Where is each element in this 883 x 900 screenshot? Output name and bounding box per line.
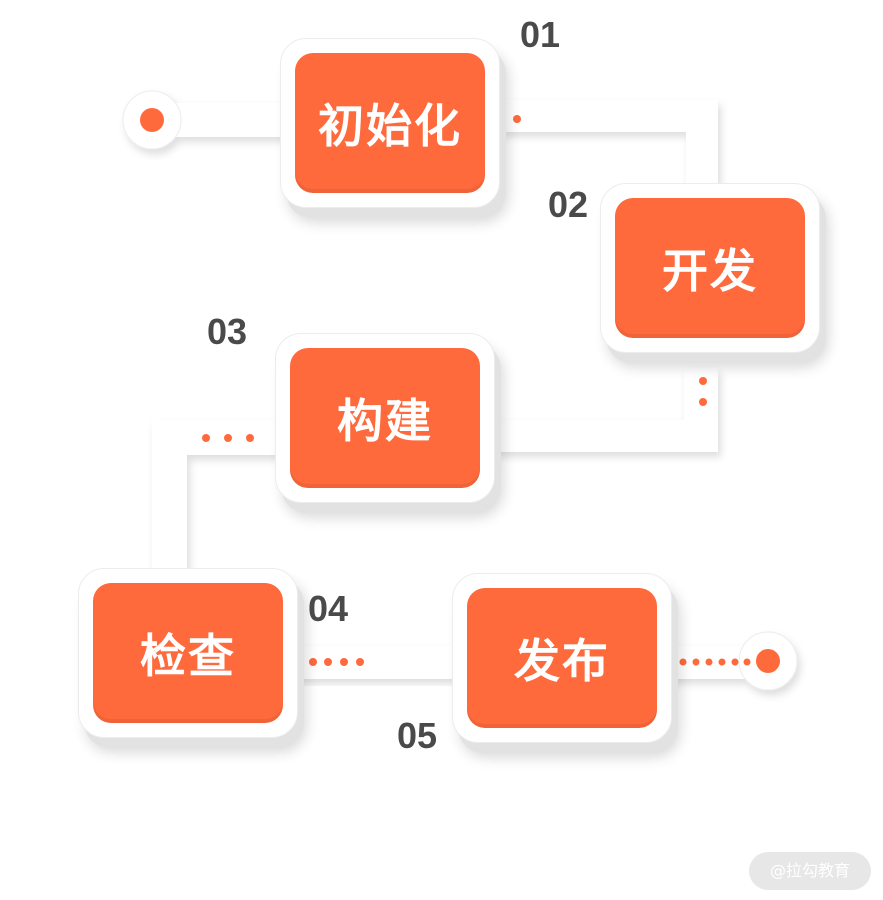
connector-dot — [356, 658, 364, 666]
end-terminal-dot — [756, 649, 780, 673]
step-node-check: 检查 — [78, 568, 298, 738]
step-node-check-face: 检查 — [93, 583, 283, 723]
step-node-develop-face: 开发 — [615, 198, 805, 338]
connector-dot — [692, 658, 700, 666]
connector-03-04 — [152, 420, 284, 572]
step-node-develop: 开发 — [600, 183, 820, 353]
step-node-init: 初始化 — [280, 38, 500, 208]
connector-dot — [731, 658, 739, 666]
connector-dot — [699, 398, 707, 406]
connector-dot — [224, 434, 232, 442]
step-number: 04 — [308, 588, 349, 629]
step-node-release: 发布 — [452, 573, 672, 743]
step-label: 开发 — [662, 244, 758, 298]
connector-01-02 — [500, 100, 718, 185]
connector-dot — [340, 658, 348, 666]
connector-04-05 — [296, 646, 466, 679]
step-node-release-face: 发布 — [467, 588, 657, 728]
step-label: 检查 — [140, 629, 236, 683]
step-label: 构建 — [337, 394, 433, 448]
step-number: 02 — [548, 184, 589, 225]
connector-dot — [246, 434, 254, 442]
step-number: 01 — [520, 14, 561, 55]
connector-dot — [324, 658, 332, 666]
step-number: 05 — [397, 715, 438, 756]
connector-dot — [513, 115, 521, 123]
step-label: 发布 — [514, 634, 610, 688]
step-label: 初始化 — [318, 99, 462, 153]
connector-dot — [699, 377, 707, 385]
connector-dot — [705, 658, 713, 666]
step-node-init-face: 初始化 — [295, 53, 485, 193]
watermark-badge: @拉勾教育 — [749, 852, 871, 890]
connector-02-03 — [495, 368, 718, 452]
connector-dot — [718, 658, 726, 666]
step-node-build: 构建 — [275, 333, 495, 503]
connector-dot — [309, 658, 317, 666]
step-node-build-face: 构建 — [290, 348, 480, 488]
connector-dot — [743, 658, 751, 666]
connector-dot — [679, 658, 687, 666]
connector-dot — [202, 434, 210, 442]
start-terminal-dot — [140, 108, 164, 132]
step-number: 03 — [207, 311, 248, 352]
